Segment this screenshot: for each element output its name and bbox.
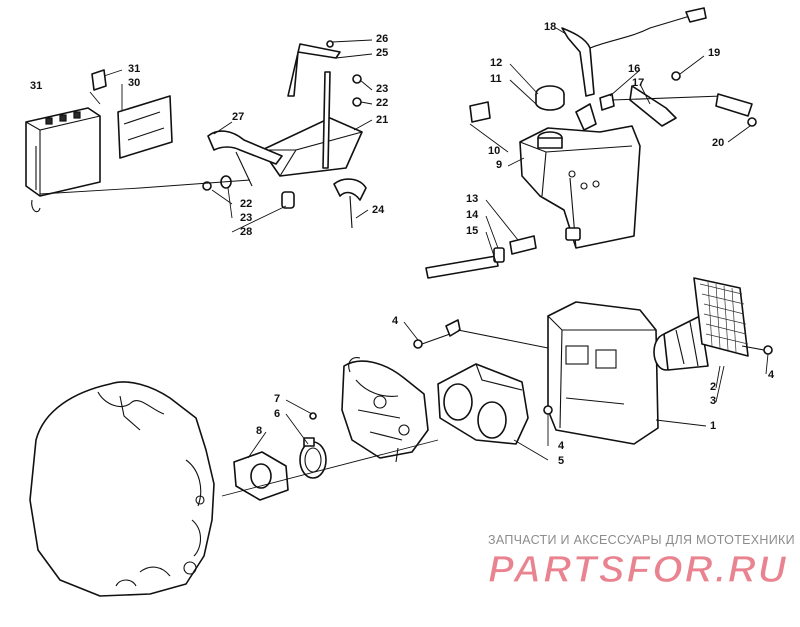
carburetor: [341, 357, 429, 463]
silencer-screws: [413, 319, 773, 415]
callout-24: 24: [372, 204, 385, 216]
callout-10: 10: [488, 145, 500, 157]
callout-18: 18: [544, 21, 556, 33]
battery: [25, 107, 101, 213]
mount-clip: [333, 178, 367, 229]
callout-4b: 4: [768, 369, 775, 381]
callout-30: 30: [128, 77, 140, 89]
callout-22b: 22: [240, 198, 252, 210]
battery-tray: [261, 71, 363, 177]
oil-tank-cap: [535, 85, 565, 111]
oil-level-sensor: [561, 7, 707, 131]
battery-bracket: [207, 130, 283, 187]
callout-12: 12: [490, 57, 502, 69]
callout-8: 8: [256, 425, 262, 437]
gasket-pad: [469, 101, 491, 123]
callout-27: 27: [232, 111, 244, 123]
battery-cover-pad: [117, 95, 173, 159]
callout-26: 26: [376, 33, 388, 45]
battery-vent-tube: [91, 69, 107, 91]
callout-4a: 4: [392, 315, 399, 327]
intake-centerline: [221, 439, 439, 497]
callout-25: 25: [376, 47, 388, 59]
callout-2: 2: [710, 381, 716, 393]
oil-line-fitting: [599, 71, 757, 127]
battery-ground-line: [39, 179, 251, 195]
callout-20: 20: [712, 137, 724, 149]
callout-22a: 22: [376, 97, 388, 109]
callout-23b: 23: [240, 212, 252, 224]
watermark: ЗАПЧАСТИ И АКСЕССУАРЫ ДЛЯ МОТОТЕХНИКИ PA…: [487, 533, 795, 592]
air-silencer-box: [547, 301, 659, 445]
oil-tank-neck: [537, 131, 563, 149]
battery-hold-strap: [287, 43, 341, 97]
callout-7: 7: [274, 393, 280, 405]
silencer-intake-tube: [653, 315, 709, 371]
intake-screen: [693, 277, 749, 357]
callout-28: 28: [240, 226, 252, 238]
callout-4c: 4: [558, 440, 565, 452]
carb-flange: [233, 451, 289, 501]
callout-1: 1: [710, 420, 716, 432]
callout-31: 31: [128, 63, 140, 75]
intake-adapter: [437, 363, 529, 445]
callout-14: 14: [466, 209, 479, 221]
callout-6: 6: [274, 408, 280, 420]
callout-21: 21: [376, 114, 388, 126]
engine-block: [29, 381, 215, 597]
callout-leaders: [89, 27, 769, 461]
oil-tank: [519, 125, 641, 249]
hose-clamp: [299, 412, 327, 479]
callout-5: 5: [558, 455, 564, 467]
callout-29: 31: [30, 80, 42, 92]
watermark-caption: ЗАПЧАСТИ И АКСЕССУАРЫ ДЛЯ МОТОТЕХНИКИ: [488, 533, 795, 547]
oil-outlet-hose: [425, 235, 537, 279]
callout-11: 11: [490, 73, 502, 85]
callout-labels: 31 31 30 26 25 23 22 21 27 22 23 28 24 1…: [30, 21, 775, 467]
callout-19: 19: [708, 47, 720, 59]
callout-3: 3: [710, 395, 716, 407]
callout-23a: 23: [376, 83, 388, 95]
callout-17: 17: [632, 77, 644, 89]
callout-16: 16: [628, 63, 640, 75]
callout-13: 13: [466, 193, 478, 205]
watermark-brand: PARTSFOR.RU: [488, 549, 788, 591]
callout-9: 9: [496, 159, 502, 171]
callout-15: 15: [466, 225, 478, 237]
